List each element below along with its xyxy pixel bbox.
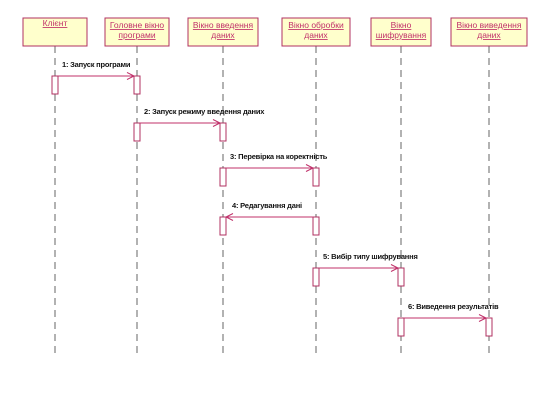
object-box-main-window[interactable] bbox=[104, 17, 170, 47]
object-label-input-window: даних bbox=[211, 30, 235, 40]
message-label-5: 5: Вибір типу шифрування bbox=[323, 252, 418, 261]
object-label-processing-window: даних bbox=[304, 30, 328, 40]
object-box-encryption-window[interactable] bbox=[370, 17, 432, 47]
message-arrowhead-1 bbox=[126, 72, 136, 80]
object-label-main-window: Головне вікно bbox=[110, 20, 164, 30]
activation-sender-6 bbox=[397, 317, 405, 337]
object-label-client: Клієнт bbox=[43, 18, 68, 28]
activation-receiver-2 bbox=[219, 122, 227, 142]
activation-sender-1 bbox=[51, 75, 59, 95]
message-arrowhead-2 bbox=[212, 119, 222, 127]
message-arrowhead-4 bbox=[224, 213, 234, 221]
object-box-output-window[interactable] bbox=[450, 17, 528, 47]
message-arrowhead-3 bbox=[305, 164, 315, 172]
activation-receiver-4 bbox=[219, 216, 227, 236]
object-box-input-window[interactable] bbox=[187, 17, 259, 47]
object-label-main-window: програми bbox=[118, 30, 155, 40]
activation-receiver-6 bbox=[485, 317, 493, 337]
object-label-output-window: даних bbox=[477, 30, 501, 40]
object-box-processing-window[interactable] bbox=[281, 17, 351, 47]
activation-sender-5 bbox=[312, 267, 320, 287]
activation-receiver-3 bbox=[312, 167, 320, 187]
message-label-2: 2: Запуск режиму введення даних bbox=[144, 107, 265, 116]
message-label-6: 6: Виведення результатів bbox=[408, 302, 499, 311]
object-label-output-window: Вікно виведення bbox=[457, 20, 522, 30]
activation-receiver-1 bbox=[133, 75, 141, 95]
message-arrowhead-5 bbox=[390, 264, 400, 272]
object-label-input-window: Вікно введення bbox=[193, 20, 254, 30]
activation-sender-4 bbox=[312, 216, 320, 236]
object-label-encryption-window: Вікно bbox=[391, 20, 412, 30]
activation-receiver-5 bbox=[397, 267, 405, 287]
message-label-1: 1: Запуск програми bbox=[62, 60, 131, 69]
message-label-4: 4: Редагування дані bbox=[232, 201, 302, 210]
object-label-encryption-window: шифрування bbox=[376, 30, 427, 40]
object-label-processing-window: Вікно обробки bbox=[288, 20, 344, 30]
activation-sender-2 bbox=[133, 122, 141, 142]
activation-sender-3 bbox=[219, 167, 227, 187]
message-label-3: 3: Перевірка на коректність bbox=[230, 152, 328, 161]
object-box-client[interactable] bbox=[22, 17, 88, 47]
message-arrowhead-6 bbox=[478, 314, 488, 322]
